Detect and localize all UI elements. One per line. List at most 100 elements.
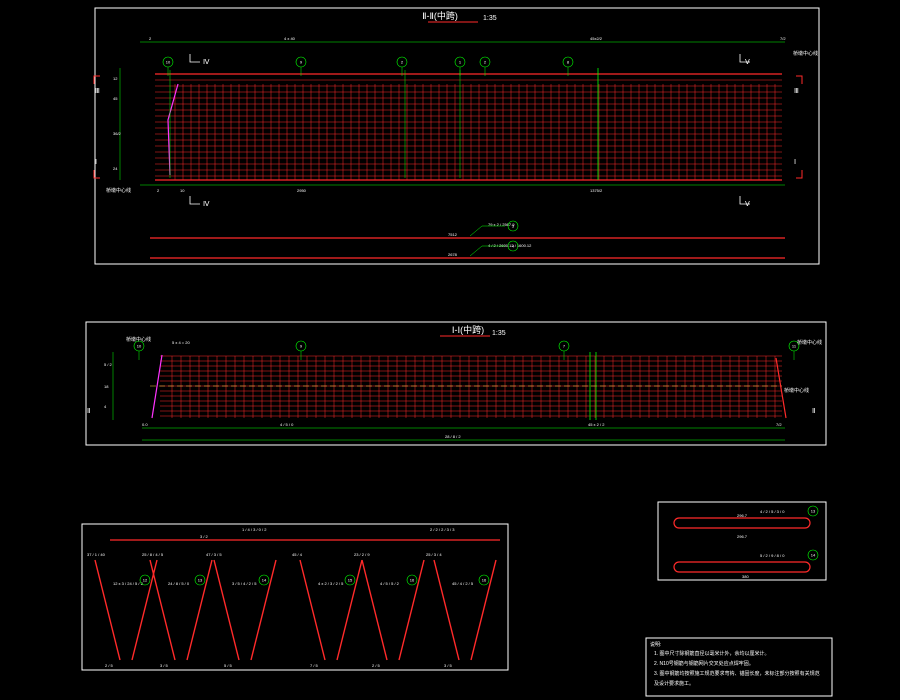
bent-bar-top: 37 / 1 / 40 [87, 552, 106, 557]
bar-13-spec: 4 / 2 / 5 / 3 / 0 [760, 509, 785, 514]
bent-bar-top: 25 / 3 / 4 [426, 552, 442, 557]
bent-bar-line-2 [131, 559, 158, 661]
top-left-dim-0: 12 [113, 76, 118, 81]
top-callout-label: 1 [459, 60, 462, 65]
bent-bar-bottom: 2 / 5 [105, 663, 114, 668]
bent-bar-mid: 24 / 8 / 5 / 0 [168, 581, 190, 586]
top-left-dim-2: 36/2 [113, 131, 122, 136]
top-bottom-dim-3: 1375/2 [590, 188, 603, 193]
top-dim-1: 4 x 40 [284, 36, 296, 41]
top-rebar-grid [155, 73, 782, 181]
bar-4-length: 2678 [448, 252, 458, 257]
mid-cut-left: Ⅱ [87, 408, 90, 415]
mid-callout-label: 11 [792, 344, 797, 349]
bottom-left-spec-right: 2 / 2 / 2 / 3 / 3 [430, 527, 455, 532]
mid-callout-label: 7 [563, 344, 566, 349]
top-left-dim-3: 24 [113, 166, 118, 171]
top-dim-2: 45x2/2 [590, 36, 603, 41]
bent-bar-mark: 14 [262, 578, 267, 583]
top-bottom-dim-2: 2950 [297, 188, 307, 193]
mid-rebar-grid [160, 355, 782, 418]
bent-bar-top: 23 / 2 / 9 [354, 552, 370, 557]
top-view-frame [94, 7, 820, 265]
notes-line-3: 3. 图中钢筋均按照施工规范要求弯钩、锚固长度，未标注部分按照有关规范 [654, 670, 820, 677]
bent-bar-line-2 [250, 559, 277, 661]
bar-13-len1: 296.7 [737, 513, 748, 518]
bent-bar-line-2 [336, 559, 363, 661]
mid-dim-left-1: 18 [104, 384, 109, 389]
bar-4-mark-circle [507, 240, 519, 252]
top-callout-label: 10 [166, 60, 171, 65]
bar-14-mark: 14 [811, 553, 816, 558]
bottom-left-length: 3 / 2 [200, 534, 209, 539]
mid-center-label-far: 桥墩中心线 [784, 387, 809, 394]
bar-13-mark: 13 [811, 509, 816, 514]
bent-bar-line [299, 559, 326, 661]
top-center-label-right: 桥墩中心线 [793, 50, 818, 57]
bent-bar-mid: 3 / 5 / 4 / 2 / 5 [232, 581, 257, 586]
top-left-bend [167, 83, 179, 176]
mid-left-bend [151, 354, 163, 419]
top-left-dim-1: 45 [113, 96, 118, 101]
mid-callout-label: 9 [300, 344, 303, 349]
bent-bar-mid: 4 / 5 / 5 / 2 [380, 581, 400, 586]
bent-bar-mark: 16 [482, 578, 487, 583]
bent-bar-bottom: 5 / 5 [224, 663, 233, 668]
bar-3-leader [469, 225, 505, 237]
bar-13-len2: 296.7 [737, 534, 748, 539]
bent-bar-mark-circle [258, 574, 270, 586]
bar-3-spec: 79 x 2 / 2567.9 [488, 222, 515, 227]
section-mark-iv-top: Ⅳ [203, 59, 210, 66]
bar-14-mark-circle [807, 549, 819, 561]
bent-bar-bottom: 3 / 5 [444, 663, 453, 668]
mid-dim-left-2: 4 [104, 404, 107, 409]
top-callout-label: 2 [401, 60, 404, 65]
bent-bar-mark-circle [139, 574, 151, 586]
bent-bar-line [433, 559, 460, 661]
bent-bar-line [94, 559, 121, 661]
bar-4-leader [469, 245, 505, 257]
mid-dim-bottom-2: 45 x 2 / 2 [588, 422, 605, 427]
bent-bar-mid: 45 / 4 / 2 / 5 [452, 581, 474, 586]
bar-14-len1: 380 [742, 574, 749, 579]
mid-view-frame [85, 321, 827, 446]
top-view: Ⅱ-Ⅱ(中跨) 1:35 2 4 x 40 45x2/2 7/2 Ⅳ Ⅴ Ⅳ Ⅴ… [93, 7, 820, 265]
cut-right-top: Ⅲ [794, 88, 799, 95]
section-mark-v-bottom: Ⅴ [745, 201, 750, 208]
top-view-scale: 1:35 [483, 15, 497, 22]
top-center-label-left: 桥墩中心线 [106, 187, 131, 194]
bar-14-spec: 5 / 2 / 9 / 8 / 0 [760, 553, 785, 558]
bent-bar-mark-circle [406, 574, 418, 586]
bent-bar-bottom: 3 / 5 [160, 663, 169, 668]
notes-frame [645, 637, 833, 697]
mid-center-label-left: 桥墩中心线 [126, 336, 151, 343]
bar-3-mark-circle [507, 220, 519, 232]
notes-line-4: 及设计要求施工。 [654, 680, 694, 687]
bent-bar-mid: 4 x 2 / 3 / 2 / 5 [318, 581, 344, 586]
bent-bar-bottom: 7 / 5 [310, 663, 319, 668]
top-callout-label: 9 [300, 60, 303, 65]
bent-bar-top: 47 / 3 / 5 [206, 552, 222, 557]
cut-right-bottom: Ⅰ [794, 159, 796, 166]
top-callout-label: 2 [484, 60, 487, 65]
mid-dim-bottom-3: 7/2 [776, 422, 782, 427]
bent-bar-bottom: 2 / 5 [372, 663, 381, 668]
section-mark-iv-bottom: Ⅳ [203, 201, 210, 208]
mid-dim-bottom-0: 0.0 [142, 422, 148, 427]
top-dim-0: 2 [149, 36, 152, 41]
cut-brackets [93, 75, 803, 179]
bent-bar-line [361, 559, 388, 661]
mid-center-label-right: 桥墩中心线 [797, 339, 822, 346]
bar-13-shape [673, 517, 811, 529]
bar-3-length: 7512 [448, 232, 458, 237]
top-view-title: Ⅱ-Ⅱ(中跨) [422, 10, 458, 21]
bent-bar-mark-circle [344, 574, 356, 586]
bar-13-mark-circle [807, 505, 819, 517]
bent-bar-line-2 [470, 559, 497, 661]
mid-view-title: Ⅰ-Ⅰ(中跨) [452, 324, 484, 335]
top-callout-label: 8 [567, 60, 570, 65]
bottom-left-spec-left: 1 / 4 / 3 / 0 / 2 [242, 527, 267, 532]
